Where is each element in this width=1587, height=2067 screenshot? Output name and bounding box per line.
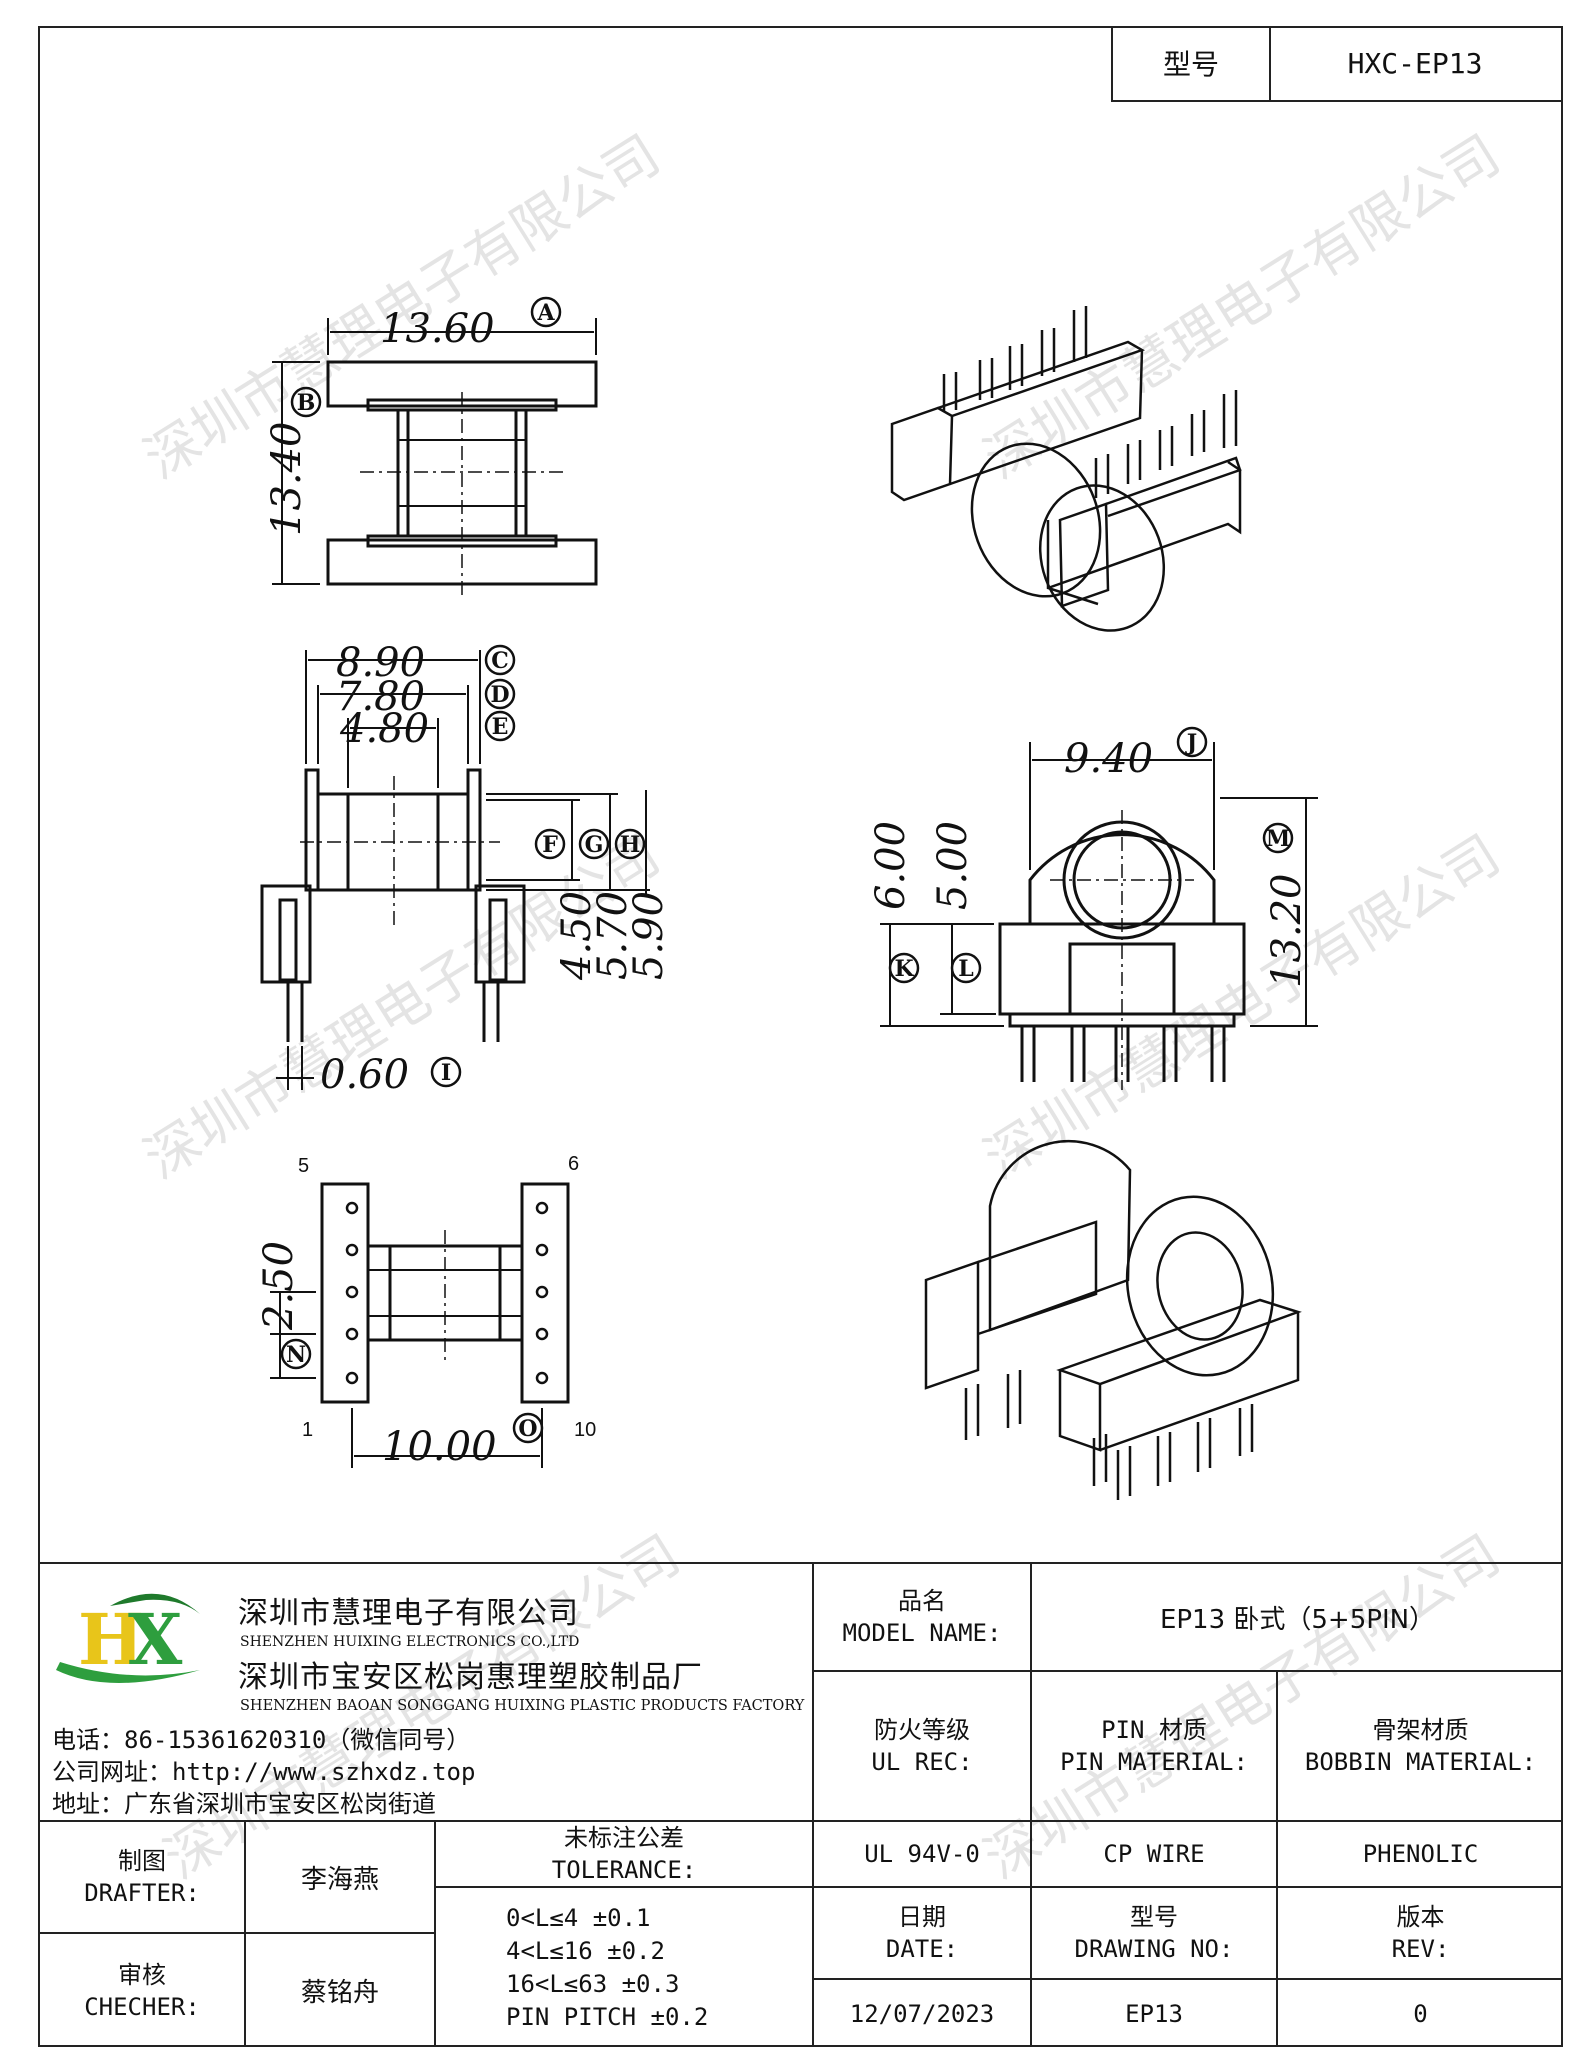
tolerance-row-4: PIN PITCH ±0.2 [506,2002,709,2031]
tb-vline-5 [434,1820,436,2047]
tb-vline-4 [244,1820,246,2047]
tb-line-r2 [38,1820,1563,1822]
company-address: 地址：广东省深圳市宝安区松岗街道 [52,1790,436,1818]
header-model-value: HXC-EP13 [1269,26,1563,102]
rev-value: 0 [1413,1999,1428,2028]
tb-line-r5 [812,1978,1563,1980]
factory-name-cn: 深圳市宝安区松岗惠理塑胶制品厂 [238,1660,703,1695]
model-name-value: EP13 卧式（5+5PIN） [1159,1604,1436,1635]
tb-vline-1 [812,1562,814,2047]
svg-text:X: X [128,1598,183,1681]
tolerance-values: 0<L≤4 ±0.1 4<L≤16 ±0.2 16<L≤63 ±0.3 PIN … [436,1888,812,2047]
factory-name-en: SHENZHEN BAOAN SONGGANG HUIXING PLASTIC … [240,1698,805,1714]
tb-line-r1 [812,1670,1563,1672]
tb-line-top [38,1562,1563,1564]
svg-text:H: H [78,1598,144,1681]
drawing-no-value: EP13 [1125,1999,1183,2028]
company-logo: H X [56,1593,200,1683]
tolerance-row-3: 16<L≤63 ±0.3 [506,1969,680,1998]
checker-value: 蔡铭舟 [300,1978,379,2008]
drafter-value: 李海燕 [300,1864,379,1895]
tolerance-row-2: 4<L≤16 ±0.2 [506,1936,665,1965]
bobbin-material-value: PHENOLIC [1362,1840,1479,1868]
pin-material-value: CP WIRE [1103,1840,1205,1868]
drawing-sheet [38,26,1563,2047]
date-value: 12/07/2023 [849,1999,995,2028]
company-website[interactable]: 公司网址：http://www.szhxdz.top [52,1758,476,1786]
company-name-en: SHENZHEN HUIXING ELECTRONICS CO.,LTD [240,1634,580,1650]
tb-line-r4 [38,1932,434,1934]
tb-line-r3 [434,1886,1563,1888]
company-name-cn: 深圳市慧理电子有限公司 [238,1596,579,1631]
ul-value: UL 94V-0 [864,1840,980,1868]
tb-vline-2 [1030,1562,1032,2047]
tb-vline-3 [1276,1670,1278,2047]
company-phone: 电话：86-15361620310（微信同号） [52,1726,471,1754]
tolerance-row-1: 0<L≤4 ±0.1 [506,1903,651,1932]
header-model-label: 型号 [1111,26,1271,102]
